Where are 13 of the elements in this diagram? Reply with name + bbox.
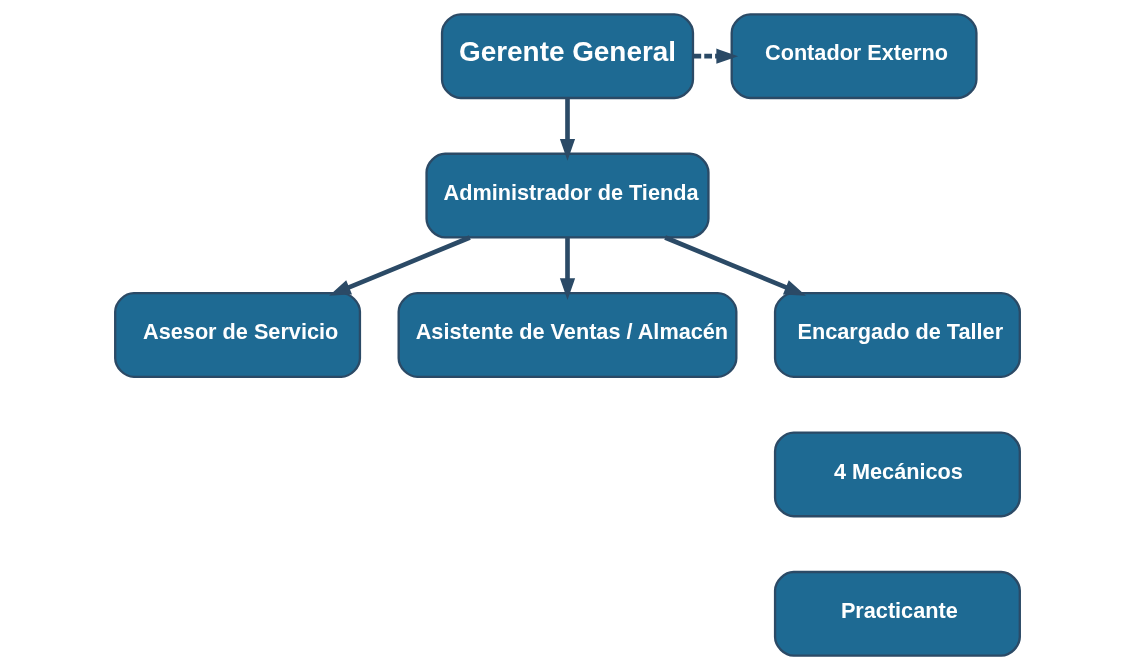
- arrow: [663, 235, 806, 296]
- arrow: [328, 235, 471, 296]
- node-box: 4 Mecánicos: [773, 431, 1021, 518]
- arrow: [692, 48, 738, 64]
- node-box: Contador Externo: [730, 13, 978, 100]
- arrow: [559, 98, 575, 161]
- node-box: Asesor de Servicio: [113, 292, 361, 378]
- node-box: Asistente de Ventas / Almacén: [397, 292, 737, 378]
- node-box: Administrador de Tienda: [424, 152, 710, 239]
- node-box: Encargado de Taller: [773, 292, 1021, 378]
- node-box: Practicante: [773, 570, 1021, 657]
- arrow: [559, 238, 575, 301]
- node-box: Gerente General: [440, 13, 694, 100]
